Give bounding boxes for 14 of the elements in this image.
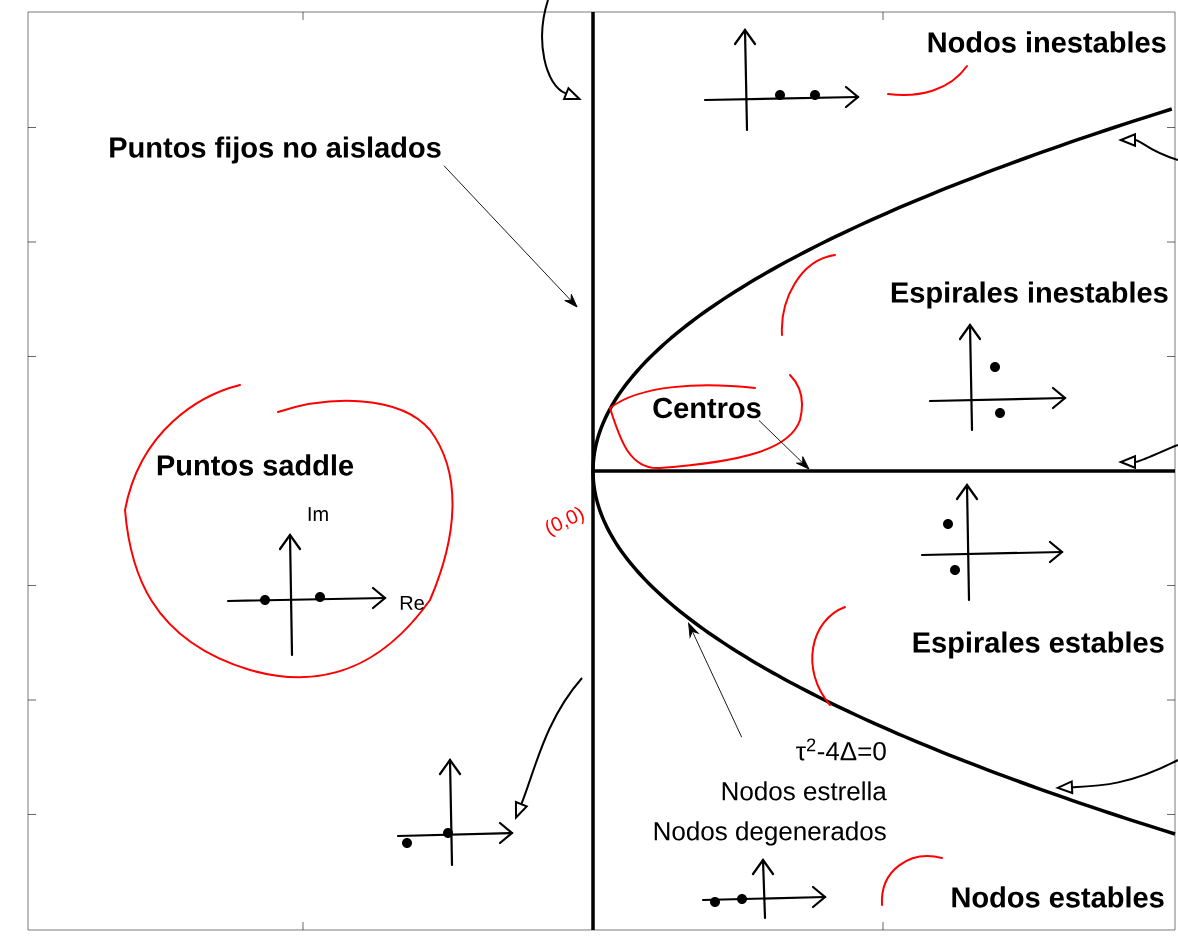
axis-label: Im: [308, 507, 328, 521]
region-label: Centros: [653, 397, 761, 419]
region-label: Espirales estables: [913, 631, 1164, 659]
region-label: Puntos saddle: [157, 454, 354, 476]
curve-label: τ$^{2}$-4Δ=0 Nodos estrella Nodos degenerados: [654, 738, 887, 846]
origin-label: (0,0): [546, 506, 584, 538]
region-label: Espirales inestables: [891, 281, 1168, 309]
axis-label: Re: [400, 596, 424, 610]
leader-arrow: [688, 622, 743, 738]
region-label: Puntos fijos no aislados: [110, 136, 441, 164]
region-label: Nodos estables: [952, 886, 1164, 908]
leader-arrow: [758, 420, 810, 470]
region-label: Nodos inestables: [928, 31, 1166, 53]
leader-arrow: [443, 165, 578, 308]
